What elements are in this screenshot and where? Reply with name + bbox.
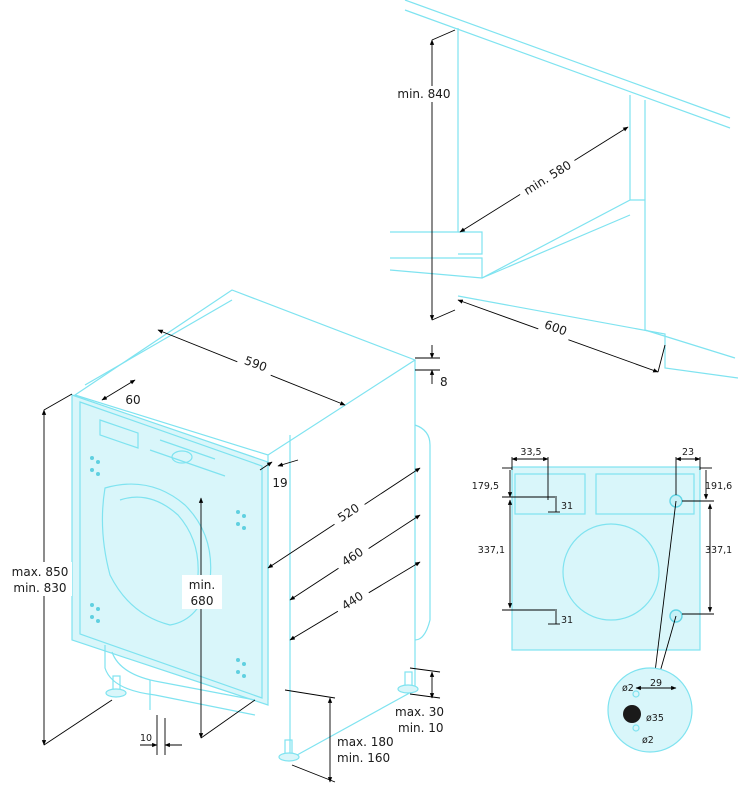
niche-outline <box>389 0 738 379</box>
height-max-label: max. 850 <box>12 565 69 579</box>
right-spacing-label: 337,1 <box>705 545 732 556</box>
appliance-width-label: 590 <box>243 353 269 374</box>
height-min-label: min. 830 <box>13 581 66 595</box>
door-height-label-1: min. <box>189 578 215 592</box>
niche-height-mask <box>394 86 456 102</box>
left-spacing-label: 337,1 <box>478 545 505 556</box>
niche-width-mask <box>537 313 575 341</box>
detail-small-hole-bottom-label: ø2 <box>642 735 654 746</box>
door-offset-label: 19 <box>272 476 287 490</box>
left-offset-label: 33,5 <box>520 447 541 458</box>
right-top-label: 191,6 <box>705 481 732 492</box>
large-hole-marker <box>623 705 641 723</box>
hole-upper-label: 31 <box>561 501 573 512</box>
appliance-width-mask <box>236 349 276 377</box>
plinth-max-label: max. 180 <box>337 735 394 749</box>
appliance-base-and-feet <box>104 645 419 762</box>
height-label-mask <box>6 562 72 596</box>
detail-spacing-label: 29 <box>650 678 662 689</box>
foot-min-label: min. 10 <box>398 721 444 735</box>
niche-width-label: 600 <box>543 317 569 338</box>
hinge-hole-detail <box>607 667 693 753</box>
left-offset-mask <box>514 444 548 457</box>
door-height-label-2: 680 <box>191 594 214 608</box>
foot-max-label: max. 30 <box>395 705 444 719</box>
detail-big-hole-label: ø35 <box>646 713 664 724</box>
right-offset-label: 23 <box>682 447 694 458</box>
foot-offset-label: 10 <box>140 733 152 744</box>
plinth-min-label: min. 160 <box>337 751 390 765</box>
door-front-view <box>511 466 701 651</box>
left-top-label: 179,5 <box>472 481 499 492</box>
hinge-dimensions <box>502 456 714 673</box>
depth-3-mask <box>332 583 372 617</box>
top-offset-label: 8 <box>440 375 448 389</box>
niche-depth-mask <box>515 152 579 202</box>
niche-height-label: min. 840 <box>397 87 450 101</box>
detail-small-hole-top-label: ø2 <box>622 683 634 694</box>
depth-2-mask <box>332 539 372 573</box>
front-depth-label: 60 <box>125 393 140 407</box>
left-spacing-mask <box>476 542 508 556</box>
door-height-mask <box>182 575 222 609</box>
hole-lower-label: 31 <box>561 615 573 626</box>
depth-1-mask <box>328 495 368 529</box>
appliance-door-panel <box>71 394 269 706</box>
